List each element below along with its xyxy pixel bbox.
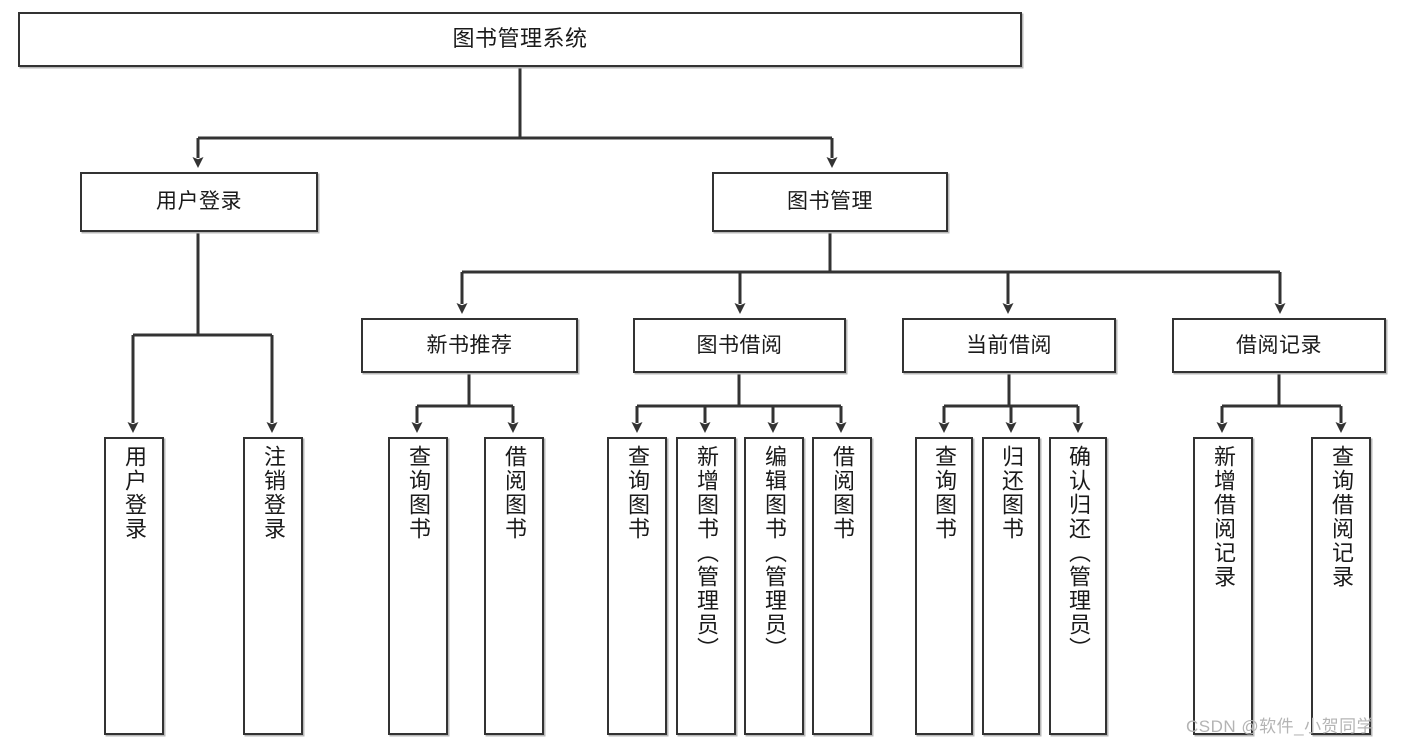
node-new-book-recommend[interactable]: 新书推荐 <box>361 318 578 373</box>
csdn-watermark: CSDN @软件_小贺同学 <box>1186 717 1375 736</box>
node-book-management[interactable]: 图书管理 <box>712 172 948 232</box>
node-current-borrow[interactable]: 当前借阅 <box>902 318 1116 373</box>
node-label: 查询图书 <box>625 445 650 541</box>
leaf-query-book-1[interactable]: 查询图书 <box>388 437 448 735</box>
leaf-query-book-2[interactable]: 查询图书 <box>607 437 667 735</box>
leaf-user-login[interactable]: 用户登录 <box>104 437 164 735</box>
node-label: 用户登录 <box>156 190 242 214</box>
node-label: 借阅图书 <box>502 445 527 541</box>
node-label: 新增图书（管理员） <box>694 445 719 661</box>
node-label: 当前借阅 <box>966 333 1052 357</box>
leaf-edit-book[interactable]: 编辑图书（管理员） <box>744 437 804 735</box>
leaf-logout-login[interactable]: 注销登录 <box>243 437 303 735</box>
leaf-query-book-3[interactable]: 查询图书 <box>915 437 973 735</box>
node-label: 用户登录 <box>122 445 147 541</box>
leaf-borrow-book-2[interactable]: 借阅图书 <box>812 437 872 735</box>
node-user-login[interactable]: 用户登录 <box>80 172 318 232</box>
leaf-add-book[interactable]: 新增图书（管理员） <box>676 437 736 735</box>
node-label: 图书管理系统 <box>452 26 588 52</box>
leaf-confirm-return[interactable]: 确认归还（管理员） <box>1049 437 1107 735</box>
node-label: 新增借阅记录 <box>1211 445 1236 589</box>
node-label: 借阅图书 <box>830 445 855 541</box>
leaf-add-borrow-record[interactable]: 新增借阅记录 <box>1193 437 1253 735</box>
node-borrow-record[interactable]: 借阅记录 <box>1172 318 1386 373</box>
node-root-book-management-system[interactable]: 图书管理系统 <box>18 12 1022 67</box>
node-label: 新书推荐 <box>426 333 513 357</box>
node-label: 编辑图书（管理员） <box>762 445 787 661</box>
leaf-borrow-book-1[interactable]: 借阅图书 <box>484 437 544 735</box>
node-book-borrow[interactable]: 图书借阅 <box>633 318 846 373</box>
node-label: 注销登录 <box>261 445 286 541</box>
node-label: 借阅记录 <box>1236 333 1322 357</box>
node-label: 查询图书 <box>406 445 431 541</box>
node-label: 归还图书 <box>999 445 1024 541</box>
leaf-query-borrow-record[interactable]: 查询借阅记录 <box>1311 437 1371 735</box>
leaf-return-book[interactable]: 归还图书 <box>982 437 1040 735</box>
node-label: 查询借阅记录 <box>1329 445 1354 589</box>
node-label: 图书借阅 <box>696 333 783 357</box>
node-label: 图书管理 <box>787 190 873 214</box>
node-label: 确认归还（管理员） <box>1066 445 1091 661</box>
node-label: 查询图书 <box>932 445 957 541</box>
